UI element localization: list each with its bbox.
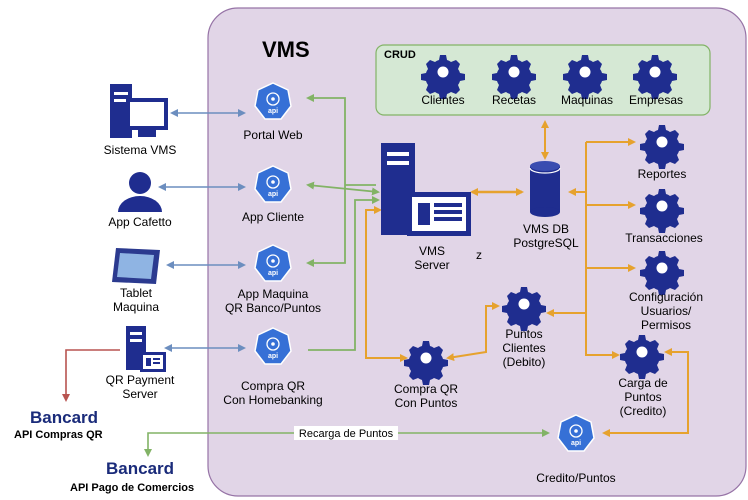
- qr-payment-server-icon: [126, 326, 166, 372]
- bancard-logo-1: Bancard: [30, 408, 98, 427]
- vms-server-label-line2: Server: [414, 258, 449, 272]
- vms-title: VMS: [262, 37, 310, 62]
- vms-server-icon: [381, 143, 471, 236]
- compra-qr-puntos-label-line1: Compra QR: [394, 382, 458, 396]
- app-maquina-label-line2: QR Banco/Puntos: [225, 301, 321, 315]
- puntos-clientes-label-line2: Clientes: [502, 341, 545, 355]
- sistema-vms-icon: [110, 84, 168, 138]
- edge-carga-credito: [602, 348, 689, 437]
- crud-label: CRUD: [384, 49, 416, 61]
- compra-qr-puntos-label-line2: Con Puntos: [395, 396, 458, 410]
- sistema-vms-label: Sistema VMS: [104, 143, 177, 157]
- bancard-api-compras-label: API Compras QR: [14, 429, 103, 441]
- app-cafetto-user-icon: [118, 172, 162, 212]
- tablet-icon: [112, 248, 160, 284]
- app-cliente-label: App Cliente: [242, 210, 304, 224]
- app-cafetto-label: App Cafetto: [108, 215, 172, 229]
- vms-server-z: z: [476, 248, 482, 262]
- qr-server-label-line2: Server: [122, 387, 157, 401]
- credito-puntos-api-icon: [557, 414, 595, 452]
- edge-label-bg: [294, 426, 398, 440]
- crud-item-maquinas: Maquinas: [561, 93, 613, 107]
- edge-puntos-comprapuntos: [446, 302, 500, 362]
- vms-db-label-line2: PostgreSQL: [513, 236, 579, 250]
- configuracion-label-line1: Configuración: [629, 290, 703, 304]
- carga-puntos-label-line2: Puntos: [624, 390, 661, 404]
- portal-web-label: Portal Web: [243, 128, 302, 142]
- tablet-label-line2: Maquina: [113, 300, 159, 314]
- crud-item-empresas: Empresas: [629, 93, 683, 107]
- compra-qr-api-icon: [254, 327, 292, 365]
- crud-item-clientes: Clientes: [421, 93, 464, 107]
- puntos-clientes-label-line1: Puntos: [505, 327, 542, 341]
- edge-qrserver-bancard: [62, 349, 120, 402]
- compra-qr-label-line2: Con Homebanking: [223, 393, 322, 407]
- vms-server-label-line1: VMS: [419, 244, 445, 258]
- vms-db-label-line1: VMS DB: [523, 222, 569, 236]
- compra-qr-label-line1: Compra QR: [241, 379, 305, 393]
- app-maquina-api-icon: [254, 244, 292, 282]
- vms-db-cylinder-icon: [529, 161, 561, 217]
- edge-recarga-puntos: [144, 429, 550, 457]
- configuracion-label-line3: Permisos: [641, 318, 691, 332]
- edge-server-comprapuntos: [365, 206, 408, 362]
- credito-puntos-label: Credito/Puntos: [536, 471, 615, 485]
- portal-web-api-icon: [254, 82, 292, 120]
- bancard-api-pago-label: API Pago de Comercios: [70, 482, 194, 494]
- app-cliente-api-icon: [254, 165, 292, 203]
- reportes-label: Reportes: [638, 167, 687, 181]
- edge-portal-appmaquina: [306, 94, 346, 267]
- bancard-logo-2: Bancard: [106, 459, 174, 478]
- puntos-clientes-label-line3: (Debito): [503, 355, 546, 369]
- edge-label-recarga: Recarga de Puntos: [299, 428, 394, 440]
- carga-puntos-label-line3: (Credito): [620, 404, 667, 418]
- transacciones-label: Transacciones: [625, 231, 703, 245]
- carga-puntos-label-line1: Carga de: [618, 376, 668, 390]
- crud-item-recetas: Recetas: [492, 93, 536, 107]
- tablet-label-line1: Tablet: [120, 286, 153, 300]
- app-maquina-label-line1: App Maquina: [238, 287, 309, 301]
- configuracion-label-line2: Usuarios/: [641, 304, 692, 318]
- edge-appcliente-server: [306, 181, 380, 196]
- crud-box: [375, 44, 711, 116]
- edge-compraqr-server: [308, 196, 380, 351]
- qr-server-label-line1: QR Payment: [106, 373, 175, 387]
